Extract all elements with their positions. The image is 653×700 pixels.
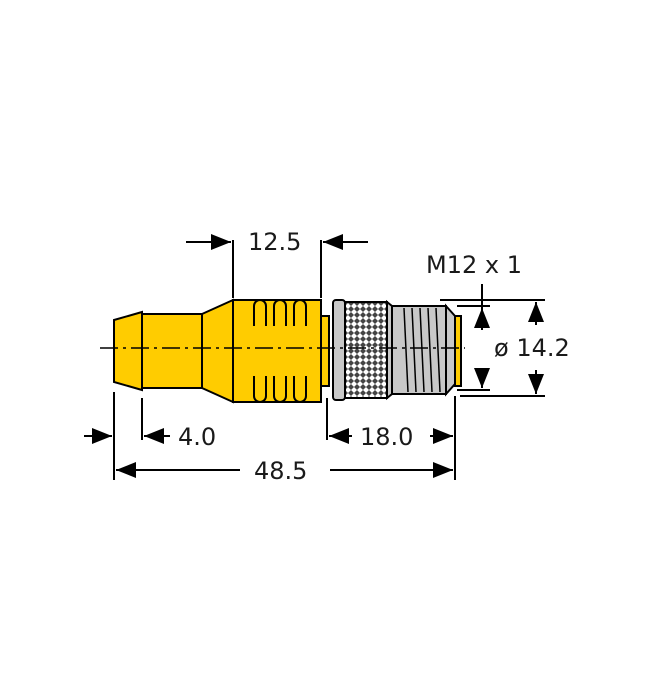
nut-length-label: 18.0 [360,423,414,451]
cable-body [113,298,330,404]
diameter-label: ø 14.2 [494,334,570,362]
coupling-nut [332,299,462,401]
dimension-lines [84,234,545,480]
thread-lines [403,307,441,393]
tip-length-label: 4.0 [178,423,217,451]
grip-length-label: 12.5 [248,228,302,256]
thread-label: M12 x 1 [426,251,522,279]
grip-grooves [253,299,307,403]
total-length-label: 48.5 [254,457,308,485]
